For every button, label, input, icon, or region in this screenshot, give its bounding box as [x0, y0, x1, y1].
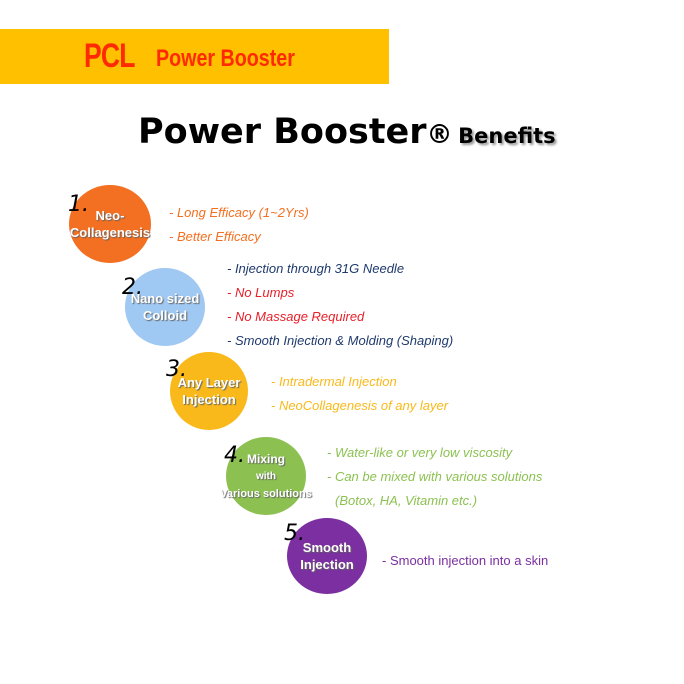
benefit-point: - Water-like or very low viscosity	[327, 445, 513, 460]
benefit-circle-neocollagenesis: Neo-Collagenesis	[69, 185, 151, 263]
benefit-point: - Intradermal Injection	[271, 374, 397, 389]
benefit-point: - NeoCollagenesis of any layer	[271, 398, 449, 413]
benefit-point: - Better Efficacy	[169, 229, 261, 244]
product-name: Power Booster	[156, 45, 295, 72]
benefit-number: 4.	[224, 443, 245, 468]
benefit-number: 5.	[284, 521, 305, 546]
benefit-point: - Injection through 31G Needle	[227, 261, 405, 276]
benefit-point: - Smooth injection into a skin	[382, 553, 549, 568]
benefit-point: - Long Efficacy (1~2Yrs)	[169, 205, 309, 220]
header-banner: PCL Power Booster	[0, 29, 389, 84]
benefit-number: 2.	[122, 275, 143, 300]
benefit-point: - Smooth Injection & Molding (Shaping)	[227, 333, 454, 348]
benefit-point: - No Massage Required	[227, 309, 365, 324]
benefit-point: - No Lumps	[227, 285, 295, 300]
brand-name: PCL	[84, 37, 135, 75]
benefit-number: 1.	[68, 192, 89, 217]
benefit-point: (Botox, HA, Vitamin etc.)	[335, 493, 478, 508]
benefit-point: - Can be mixed with various solutions	[327, 469, 543, 484]
page-title: Power Booster® Benefits	[138, 112, 556, 152]
benefit-number: 3.	[166, 357, 187, 382]
